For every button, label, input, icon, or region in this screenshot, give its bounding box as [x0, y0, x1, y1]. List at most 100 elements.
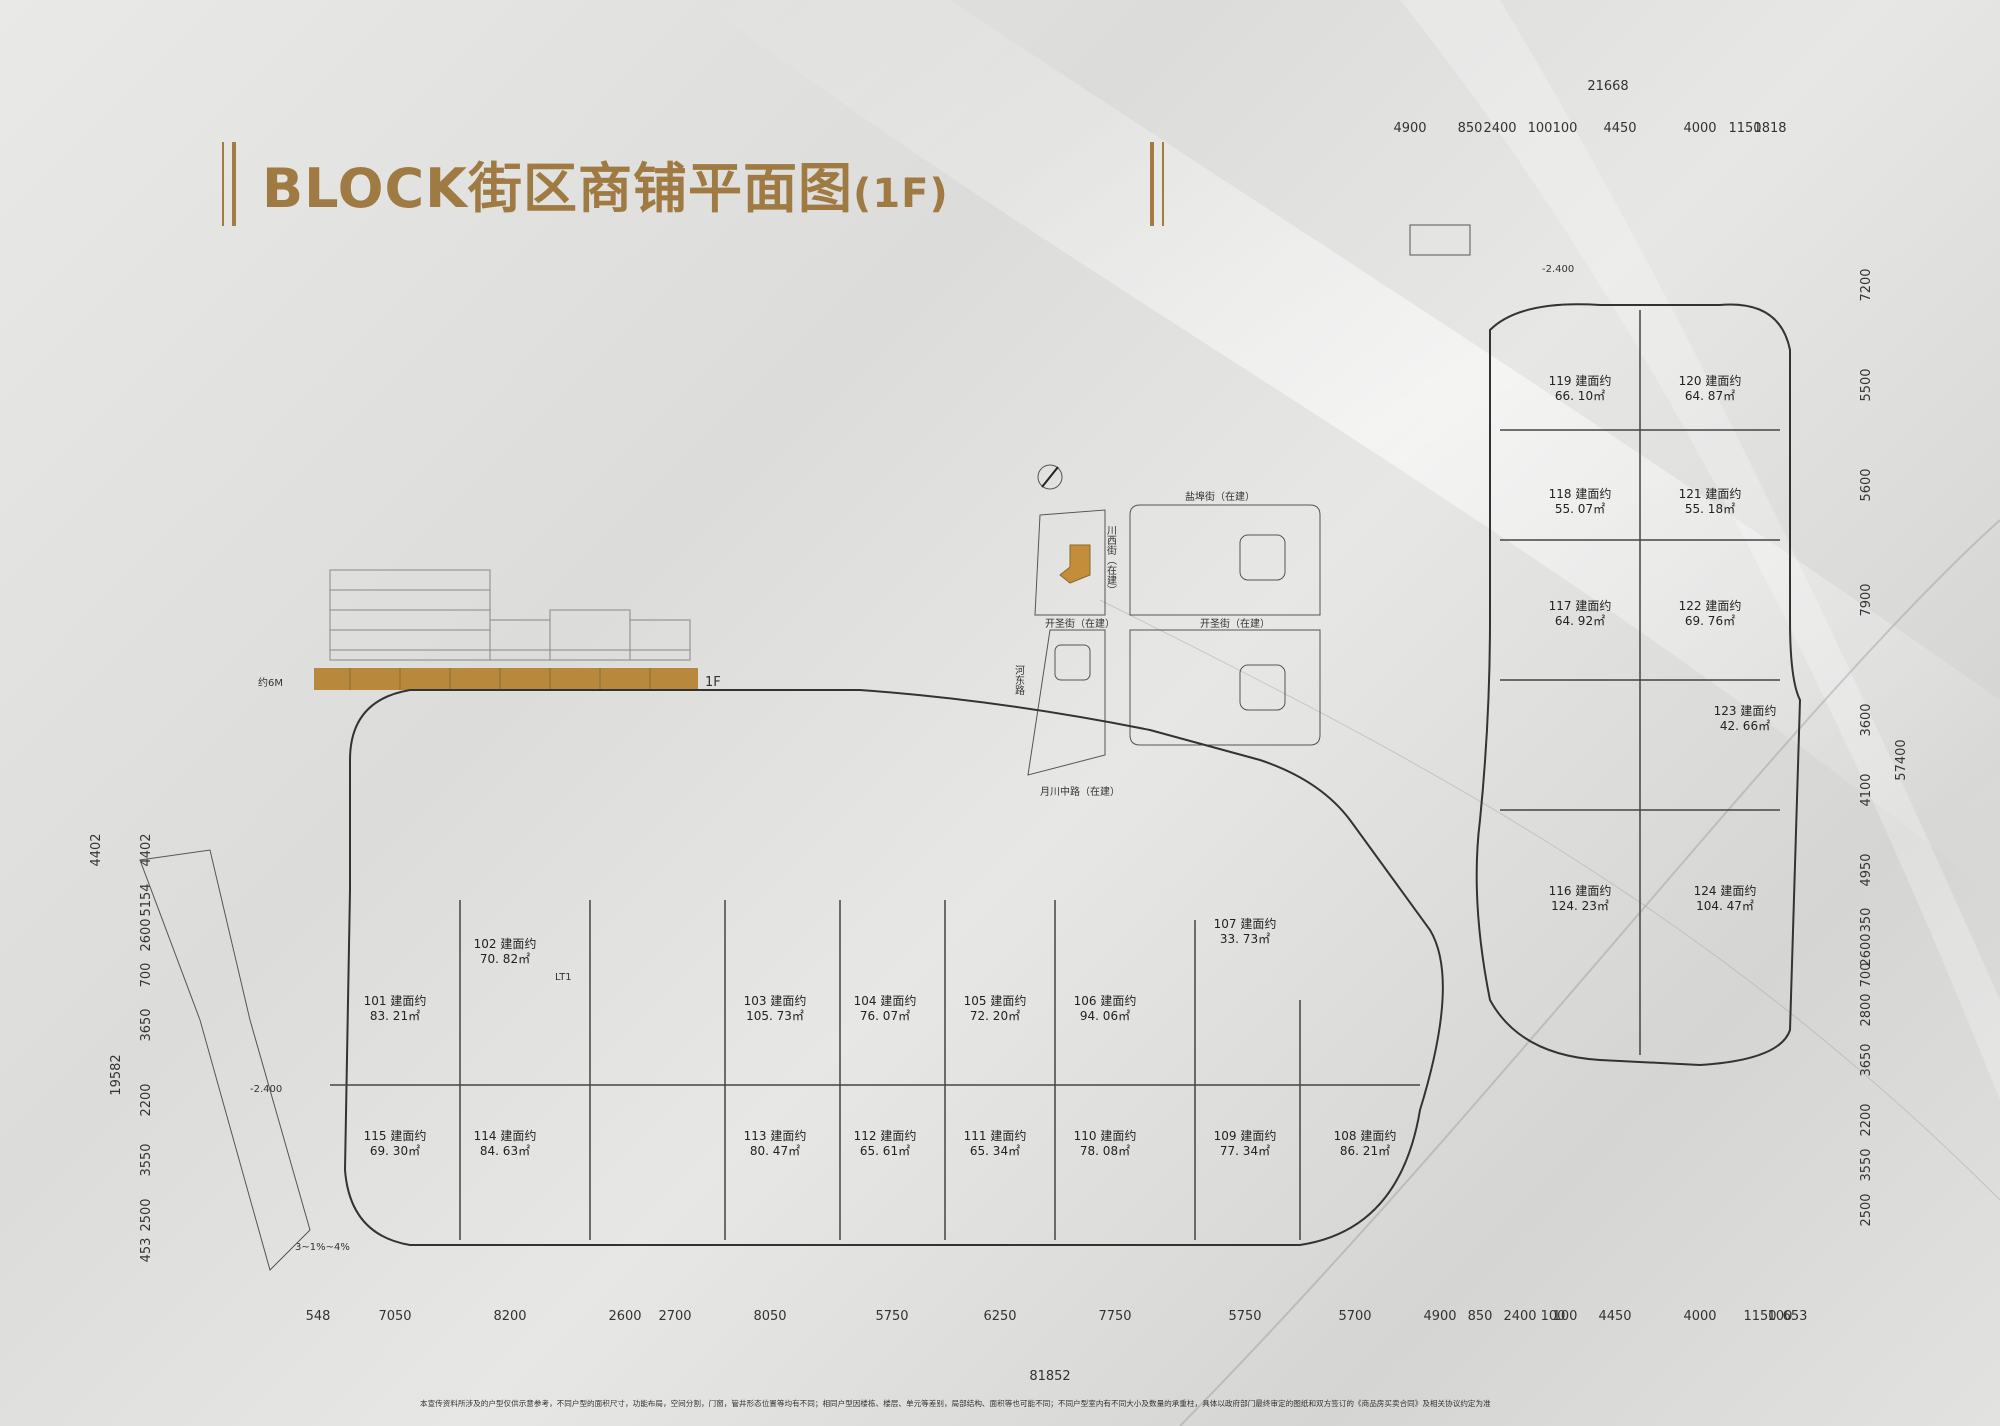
main-dim-left-7: 3550: [139, 1143, 154, 1176]
unit-7-area: 69. 30㎡: [370, 1144, 420, 1158]
main-total-left: 19582: [109, 1054, 124, 1095]
main-dim-left-5: 3650: [139, 1008, 154, 1041]
right-dim-top-8: 1818: [1753, 121, 1786, 136]
right-unit-2-name: 118 建面约: [1549, 486, 1612, 501]
right-unit-1-name: 120 建面约: [1679, 373, 1742, 388]
right-unit-7-name: 116 建面约: [1549, 883, 1612, 898]
unit-13-name: 109 建面约: [1214, 1128, 1277, 1143]
unit-13-area: 77. 34㎡: [1220, 1144, 1270, 1158]
north-arrow-icon: [1037, 464, 1063, 490]
site-plan: 盐埠街（在建） 川西街（在建） 开圣街（在建） 开圣街（在建） 河东路 月川中路…: [1013, 464, 1321, 798]
main-dim-bottom-15: 100: [1553, 1309, 1578, 1324]
unit-6-area: 33. 73㎡: [1220, 932, 1270, 946]
main-dim-bottom-6: 5750: [875, 1309, 908, 1324]
right-dim-right-12: 2200: [1859, 1103, 1874, 1136]
ramp-outline: [139, 849, 311, 1271]
right-dim-top-7: 1150: [1728, 121, 1761, 136]
right-dim-right-14: 2500: [1859, 1193, 1874, 1226]
main-dim-left-8: 2500: [139, 1198, 154, 1231]
main-dim-bottom-9: 5750: [1228, 1309, 1261, 1324]
right-total-right: 57400: [1894, 739, 1909, 780]
main-dim-bottom-3: 2600: [608, 1309, 641, 1324]
ramp-label: 3~1%~4%: [295, 1242, 350, 1253]
unit-6-name: 107 建面约: [1214, 916, 1277, 931]
unit-9-name: 113 建面约: [744, 1128, 807, 1143]
unit-7-name: 115 建面约: [364, 1128, 427, 1143]
right-dim-top-6: 4000: [1683, 121, 1716, 136]
main-dim-bottom-8: 7750: [1098, 1309, 1131, 1324]
road-label-6: 月川中路（在建）: [1040, 785, 1120, 798]
right-unit-5-area: 69. 76㎡: [1685, 614, 1735, 628]
right-unit-7-area: 124. 23㎡: [1551, 899, 1609, 913]
title-main: BLOCK街区商铺平面图: [262, 156, 854, 220]
right-dim-top-0: 4900: [1393, 121, 1426, 136]
right-unit-6-name: 123 建面约: [1714, 703, 1777, 718]
right-dim-right-4: 3600: [1859, 703, 1874, 736]
right-dim-top-5: 4450: [1603, 121, 1636, 136]
main-dim-bottom-16: 4450: [1598, 1309, 1631, 1324]
right-ramp-box: [1409, 224, 1471, 256]
title-left-ornament: [222, 142, 236, 226]
main-dim-left-9: 453: [139, 1238, 154, 1263]
unit-12-area: 78. 08㎡: [1080, 1144, 1130, 1158]
title-suffix: (1F): [853, 170, 949, 217]
right-unit-5-name: 122 建面约: [1679, 598, 1742, 613]
main-dim-bottom-12: 850: [1468, 1309, 1493, 1324]
right-dim-right-0: 7200: [1859, 268, 1874, 301]
right-unit-0-name: 119 建面约: [1549, 373, 1612, 388]
right-dim-right-6: 4950: [1859, 853, 1874, 886]
elevation-sketch: 约6M 1F: [258, 569, 721, 690]
main-dim-bottom-5: 8050: [753, 1309, 786, 1324]
unit-3-area: 76. 07㎡: [860, 1009, 910, 1023]
unit-4-name: 105 建面约: [964, 993, 1027, 1008]
main-dim-bottom-10: 5700: [1338, 1309, 1371, 1324]
unit-9-area: 80. 47㎡: [750, 1144, 800, 1158]
right-unit-6-area: 42. 66㎡: [1720, 719, 1770, 733]
main-dim-bottom-19: 100: [1768, 1309, 1793, 1324]
unit-14-name: 108 建面约: [1334, 1128, 1397, 1143]
main-dim-bottom-0: 548: [306, 1309, 331, 1324]
right-unit-0-area: 66. 10㎡: [1555, 389, 1605, 403]
road-label-3: 开圣街（在建）: [1045, 617, 1115, 630]
title: BLOCK街区商铺平面图(1F): [262, 148, 949, 220]
main-dim-bottom-13: 2400: [1503, 1309, 1536, 1324]
right-dim-top-2: 2400: [1483, 121, 1516, 136]
road-label-2: 川西街（在建）: [1105, 525, 1117, 595]
main-dim-bottom-17: 4000: [1683, 1309, 1716, 1324]
main-dim-bottom-7: 6250: [983, 1309, 1016, 1324]
right-dim-top-4: 100: [1553, 121, 1578, 136]
unit-2-area: 105. 73㎡: [746, 1009, 804, 1023]
right-dim-right-11: 3650: [1859, 1043, 1874, 1076]
unit-0-name: 101 建面约: [364, 993, 427, 1008]
right-unit-8-name: 124 建面约: [1694, 883, 1757, 898]
unit-5-area: 94. 06㎡: [1080, 1009, 1130, 1023]
main-dim-bottom-14: 100: [1541, 1309, 1566, 1324]
road-label-1: 盐埠街（在建）: [1185, 490, 1255, 503]
unit-11-area: 65. 34㎡: [970, 1144, 1020, 1158]
right-dim-right-5: 4100: [1859, 773, 1874, 806]
right-unit-2-area: 55. 07㎡: [1555, 502, 1605, 516]
main-dim-bottom-11: 4900: [1423, 1309, 1456, 1324]
main-dim-left-3: 2600: [139, 918, 154, 951]
unit-4-area: 72. 20㎡: [970, 1009, 1020, 1023]
lt1-label: LT1: [555, 972, 572, 983]
right-total-top: 21668: [1587, 79, 1628, 94]
right-dim-right-3: 7900: [1859, 583, 1874, 616]
right-dim-right-7: 350: [1859, 908, 1874, 933]
main-dim-bottom-20: 653: [1783, 1309, 1808, 1324]
unit-10-area: 65. 61㎡: [860, 1144, 910, 1158]
right-dim-right-8: 2600: [1859, 933, 1874, 966]
right-unit-1-area: 64. 87㎡: [1685, 389, 1735, 403]
unit-0-area: 83. 21㎡: [370, 1009, 420, 1023]
unit-14-area: 86. 21㎡: [1340, 1144, 1390, 1158]
main-dim-left-2: 5154: [139, 883, 154, 916]
right-dim-top-3: 100: [1528, 121, 1553, 136]
disclaimer: 本宣传资料所涉及的户型仅供示意参考，不同户型的面积尺寸，功能布局，空间分割，门窗…: [420, 1399, 1491, 1408]
elevation-1f-band: [314, 668, 698, 690]
right-unit-8-area: 104. 47㎡: [1696, 899, 1754, 913]
main-dim-left-0: 4402: [89, 833, 104, 866]
